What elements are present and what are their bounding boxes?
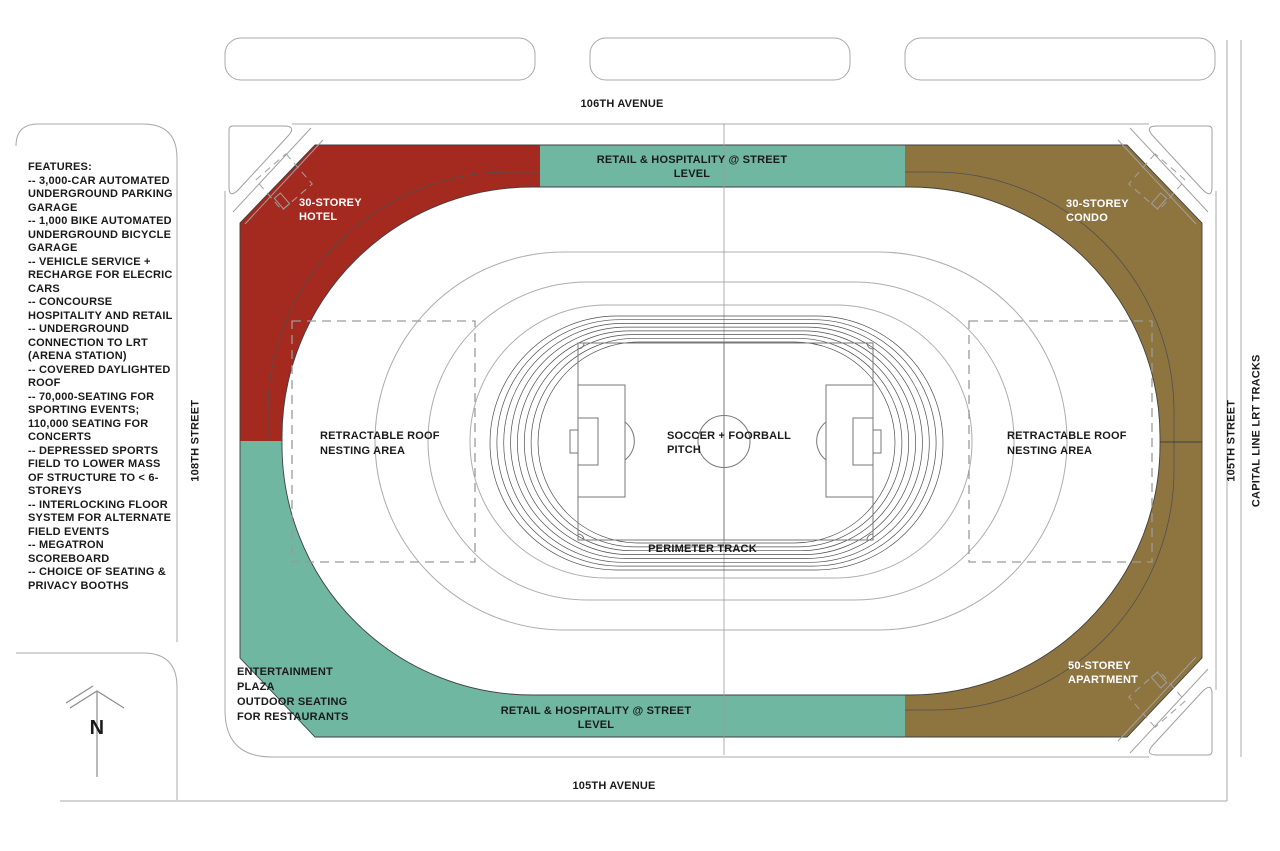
goal-area-east [852, 417, 874, 466]
label-condo-tower: 30-STOREY CONDO [1066, 198, 1129, 224]
penalty-area-west [577, 384, 626, 498]
street-label-105th-street: 105TH STREET [1225, 399, 1238, 482]
north-block-west [224, 37, 536, 81]
street-105-lrt-lines [1226, 40, 1242, 801]
label-entertainment-plaza: ENTERTAINMENT PLAZA OUTDOOR SEATING FOR … [237, 666, 349, 723]
running-track [489, 315, 944, 571]
north-block-center [589, 37, 851, 81]
features-block-outline [15, 123, 178, 642]
penalty-arcs [624, 421, 827, 461]
roof-nesting-west [291, 320, 476, 563]
label-pitch: SOCCER + FOORBALL PITCH [667, 430, 792, 456]
label-roof-nesting-west: RETRACTABLE ROOF NESTING AREA [320, 430, 440, 457]
goal-east [872, 429, 882, 454]
goal-area-west [577, 417, 599, 466]
roof-nesting-east [968, 320, 1153, 563]
north-arrow [65, 685, 125, 777]
southwest-block-outline [16, 652, 178, 800]
street-label-105th-avenue: 105TH AVENUE [572, 780, 656, 792]
label-retail-south: RETAIL & HOSPITALITY @ STREET LEVEL [500, 705, 692, 731]
label-capital-line-lrt-tracks: CAPITAL LINE LRT TRACKS [1250, 354, 1263, 508]
seating-bowl-contours [374, 251, 1068, 631]
penalty-area-east [825, 384, 874, 498]
roof-nesting-areas [291, 320, 1153, 563]
north-block-east [904, 37, 1216, 81]
corner-arcs [577, 342, 874, 541]
soccer-pitch [569, 342, 882, 541]
tower-band [905, 145, 1202, 737]
features-list: FEATURES: -- 3,000-CAR AUTOMATED UNDERGR… [28, 161, 173, 592]
street-label-108th-street: 108TH STREET [189, 399, 202, 482]
street-label-106th-avenue: 106TH AVENUE [580, 98, 664, 110]
label-perimeter-track: PERIMETER TRACK [648, 543, 757, 555]
building-ring-edges [239, 144, 1203, 738]
label-roof-nesting-east: RETRACTABLE ROOF NESTING AREA [1007, 430, 1127, 457]
site-block-outline [224, 123, 1217, 758]
label-hotel-tower: 30-STOREY HOTEL [299, 197, 362, 223]
label-apartment-tower: 50-STOREY APARTMENT [1068, 660, 1139, 686]
city-blocks [15, 37, 1242, 802]
goal-west [569, 429, 579, 454]
pitch-center-circle [697, 415, 751, 468]
label-retail-north: RETAIL & HOSPITALITY @ STREET LEVEL [596, 154, 788, 180]
north-arrow-label: N [89, 717, 105, 739]
